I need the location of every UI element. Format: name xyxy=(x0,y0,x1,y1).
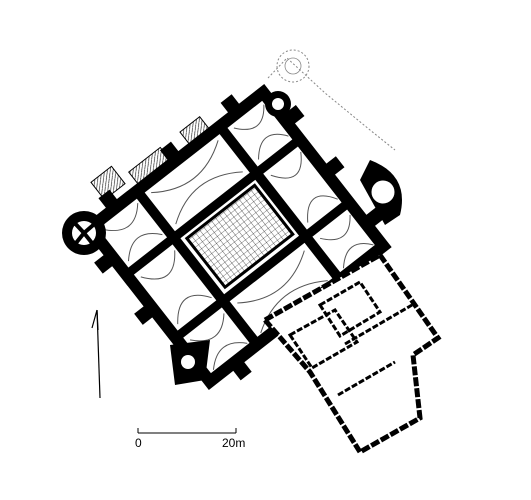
stair-block xyxy=(128,146,174,189)
central-courtyard xyxy=(184,183,295,290)
scale-start-label: 0 xyxy=(135,436,142,450)
west-tower xyxy=(62,211,106,255)
nw-stair xyxy=(90,165,126,201)
cross-wall xyxy=(133,187,262,348)
north-tower xyxy=(265,91,291,117)
vault-ribs xyxy=(103,104,374,370)
main-keep xyxy=(81,83,392,390)
annex xyxy=(261,251,442,456)
ruined-tower-outline xyxy=(276,49,310,83)
stair-block xyxy=(179,115,213,149)
north-arrow-icon xyxy=(91,309,101,399)
scale-end-label: 20m xyxy=(222,436,245,450)
east-tower xyxy=(360,160,402,225)
south-tower xyxy=(170,340,210,385)
cross-wall xyxy=(215,123,344,284)
ruined-tower-inner xyxy=(284,57,302,75)
cross-wall xyxy=(172,198,352,342)
curtain-wall-outline xyxy=(267,57,396,151)
scale-bar: 0 20m xyxy=(135,428,245,450)
cross-wall xyxy=(123,135,303,279)
